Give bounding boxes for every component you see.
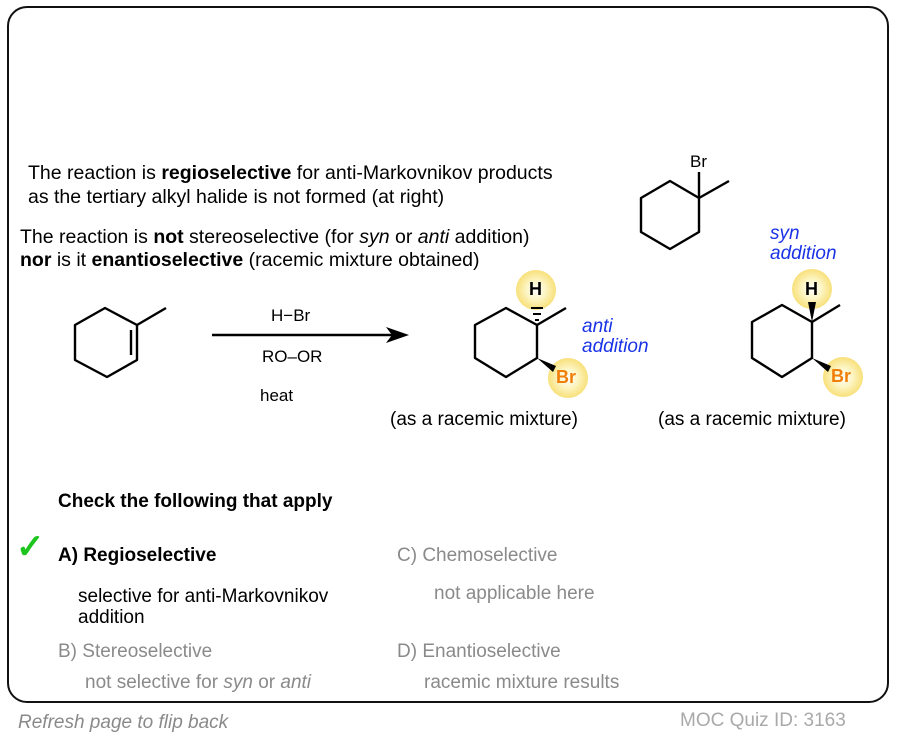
italic-term: syn	[359, 226, 390, 248]
h-highlight	[792, 269, 832, 309]
quiz-id: MOC Quiz ID: 3163	[680, 710, 846, 731]
desc-line: addition	[78, 607, 145, 628]
anti-label: anti addition	[582, 317, 649, 357]
option-c-title[interactable]: C) Chemoselective	[397, 545, 558, 566]
text: addition)	[449, 226, 530, 248]
refresh-hint[interactable]: Refresh page to flip back	[18, 712, 229, 733]
hashed-bond-h	[531, 307, 543, 321]
ring-bonds	[473, 306, 539, 379]
reagent-peroxide: RO–OR	[262, 347, 323, 366]
methyl-bond	[136, 306, 167, 327]
bold-term: nor	[20, 249, 52, 271]
anti-product-caption: (as a racemic mixture)	[390, 409, 578, 430]
bold-term: enantioselective	[91, 249, 244, 271]
intro-regioselective-line: The reaction is regioselective for anti-…	[28, 162, 553, 184]
text: or	[389, 226, 418, 248]
syn-product-structure	[750, 269, 863, 397]
text: stereoselective (for	[183, 226, 360, 248]
option-c-description: not applicable here	[434, 583, 595, 604]
wedge-bond-br	[812, 358, 831, 372]
ring-bonds	[73, 306, 139, 379]
option-a-title[interactable]: A) Regioselective	[58, 545, 217, 566]
reagent-hbr: H−Br	[271, 306, 311, 325]
syn-br-atom: Br	[831, 366, 852, 386]
text: not selective for	[85, 672, 224, 693]
intro-stereoselective-line: The reaction is not stereoselective (for…	[20, 226, 529, 248]
br-highlight	[548, 358, 588, 398]
anti-product-structure	[473, 270, 588, 398]
option-b-description: not selective for syn or anti	[85, 672, 311, 693]
option-b-title[interactable]: B) Stereoselective	[58, 641, 213, 662]
methyl-bond	[811, 303, 841, 324]
tertiary-bromide-structure	[639, 172, 730, 251]
addition-word: addition	[770, 243, 837, 264]
italic-term: anti	[417, 226, 450, 248]
wedge-bond-br	[537, 358, 556, 372]
checkmark-icon: ✓	[16, 528, 45, 566]
quiz-card[interactable]	[7, 6, 889, 703]
methyl-bond	[536, 306, 567, 327]
syn-word: syn	[770, 223, 800, 244]
italic-term: anti	[280, 672, 312, 693]
syn-product-caption: (as a racemic mixture)	[658, 409, 846, 430]
h-highlight	[516, 270, 556, 310]
reagent-heat: heat	[260, 386, 294, 405]
methyl-bond	[698, 179, 730, 200]
ring-bonds	[639, 179, 701, 251]
text: The reaction is	[28, 162, 162, 184]
desc-line: selective for anti-Markovnikov	[78, 586, 329, 607]
anti-word: anti	[582, 316, 613, 337]
intro-tertiary-line: as the tertiary alkyl halide is not form…	[28, 186, 445, 208]
option-a-description: selective for anti-Markovnikov addition	[78, 586, 328, 628]
methylcyclohexene-structure	[73, 306, 167, 379]
anti-br-atom: Br	[556, 367, 577, 387]
wedge-bond-h	[808, 302, 816, 322]
italic-term: syn	[223, 672, 253, 693]
option-d-description: racemic mixture results	[424, 672, 620, 693]
text: or	[252, 672, 281, 693]
intro-enantioselective-line: nor is it enantioselective (racemic mixt…	[20, 249, 480, 271]
ring-bonds	[750, 303, 814, 379]
br-highlight	[823, 357, 863, 397]
reaction-arrow	[212, 327, 409, 343]
option-d-title[interactable]: D) Enantioselective	[397, 641, 561, 662]
tertiary-br-atom: Br	[690, 152, 707, 171]
anti-h-atom: H	[529, 279, 542, 299]
text: The reaction is	[20, 226, 154, 248]
bold-term: not	[153, 226, 184, 248]
quiz-heading: Check the following that apply	[58, 491, 333, 512]
text: for anti-Markovnikov products	[291, 162, 553, 184]
text: is it	[51, 249, 92, 271]
syn-h-atom: H	[805, 279, 818, 299]
addition-word: addition	[582, 336, 649, 357]
syn-label: syn addition	[770, 224, 837, 264]
bold-term: regioselective	[161, 162, 292, 184]
text: (racemic mixture obtained)	[243, 249, 480, 271]
